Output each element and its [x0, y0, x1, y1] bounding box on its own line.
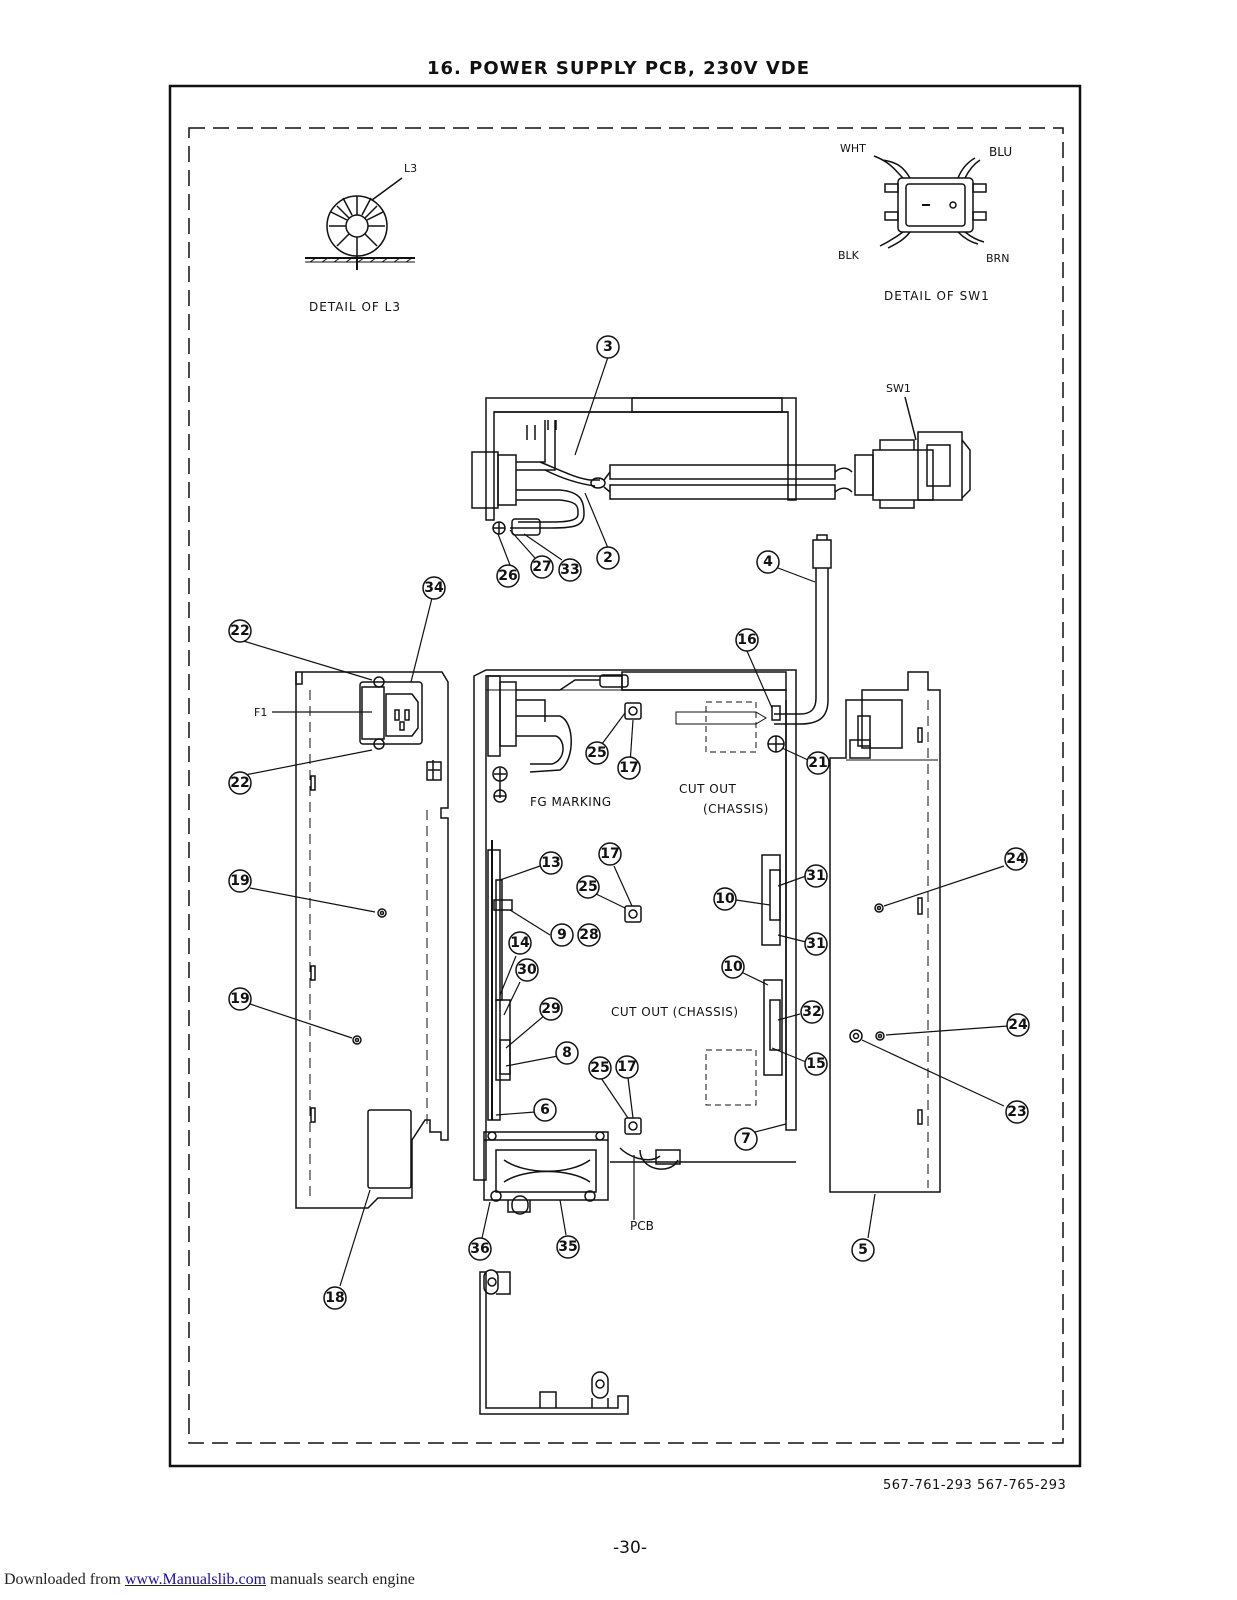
callout-numbers: 3 2 26 27 33 4 34 22 22 16 21 25 17 19 1… — [230, 339, 1028, 1306]
callout-5: 5 — [858, 1242, 868, 1258]
page-number: -30- — [613, 1538, 647, 1558]
cut-out-label-1: CUT OUT — [679, 782, 737, 796]
f1-label: F1 — [254, 706, 267, 719]
wht-label: WHT — [840, 142, 866, 155]
callout-24-top: 24 — [1006, 851, 1026, 867]
callout-25-bottom: 25 — [590, 1060, 609, 1076]
l3-label: L3 — [404, 162, 417, 175]
callout-2: 2 — [603, 550, 613, 566]
callout-14: 14 — [510, 935, 530, 951]
callout-13: 13 — [541, 855, 560, 871]
callout-7: 7 — [741, 1131, 751, 1147]
callout-36: 36 — [470, 1241, 489, 1257]
detail-sw1-label: DETAIL OF SW1 — [884, 289, 990, 303]
bottom-bracket — [479, 1269, 629, 1415]
callout-27: 27 — [532, 559, 551, 575]
callout-22-top: 22 — [230, 623, 249, 639]
callout-26: 26 — [498, 568, 517, 584]
fg-marking-label: FG MARKING — [530, 795, 612, 809]
pcb-label: PCB — [630, 1219, 654, 1233]
page-title: 16. POWER SUPPLY PCB, 230V VDE — [426, 58, 811, 79]
left-side-panel — [295, 671, 449, 1209]
callout-35: 35 — [558, 1239, 577, 1255]
callout-32: 32 — [802, 1004, 821, 1020]
callout-16: 16 — [737, 632, 756, 648]
callout-25-top: 25 — [587, 745, 606, 761]
sw1-detail — [873, 155, 987, 249]
callout-8: 8 — [562, 1045, 572, 1061]
callout-28: 28 — [579, 927, 598, 943]
cable-item-4 — [774, 534, 832, 725]
callout-33: 33 — [560, 562, 579, 578]
dashed-border — [188, 127, 1064, 1444]
callout-10-bottom: 10 — [723, 959, 743, 975]
footer-prefix: Downloaded from — [4, 1571, 125, 1588]
callout-31-bottom: 31 — [806, 936, 825, 952]
callout-18: 18 — [325, 1290, 344, 1306]
chassis-label-1: (CHASSIS) — [703, 802, 769, 816]
callout-17-top: 17 — [619, 760, 638, 776]
callout-30: 30 — [517, 962, 537, 978]
right-side-panel — [829, 671, 941, 1193]
document-numbers: 567-761-293 567-765-293 — [883, 1478, 1067, 1493]
callout-22-bottom: 22 — [230, 775, 249, 791]
pcb-chassis — [473, 669, 797, 1181]
fan-assembly — [483, 1131, 609, 1215]
sw1-label: SW1 — [886, 382, 911, 395]
callout-6: 6 — [540, 1102, 550, 1118]
l3-detail — [305, 177, 415, 270]
callout-21: 21 — [808, 755, 827, 771]
callout-3: 3 — [603, 339, 613, 355]
callout-19-bottom: 19 — [230, 991, 249, 1007]
callout-29: 29 — [541, 1001, 560, 1017]
footer-suffix: manuals search engine — [266, 1571, 415, 1588]
detail-l3-label: DETAIL OF L3 — [309, 300, 401, 314]
callout-17-bottom: 17 — [617, 1059, 636, 1075]
sw1-switch — [854, 396, 971, 509]
outer-frame — [168, 84, 1082, 1468]
callout-19-top: 19 — [230, 873, 249, 889]
blk-label: BLK — [838, 249, 860, 262]
callout-17-middle: 17 — [600, 846, 619, 862]
manualslib-link[interactable]: www.Manualslib.com — [124, 1571, 267, 1588]
callout-24-bottom: 24 — [1008, 1017, 1028, 1033]
blu-label: BLU — [989, 145, 1012, 159]
leader-lines — [239, 356, 1009, 1287]
download-footer: Downloaded from www.Manualslib.com manua… — [4, 1571, 415, 1589]
callout-31-top: 31 — [806, 868, 825, 884]
callout-23: 23 — [1007, 1104, 1026, 1120]
cut-out-label-2: CUT OUT (CHASSIS) — [611, 1005, 739, 1019]
harness-assembly — [471, 397, 853, 536]
callout-circles — [228, 335, 1030, 1310]
callout-15: 15 — [806, 1056, 825, 1072]
callout-4: 4 — [763, 554, 773, 570]
callout-34: 34 — [424, 580, 444, 596]
brn-label: BRN — [986, 252, 1009, 265]
callout-10-top: 10 — [715, 891, 735, 907]
callout-9: 9 — [557, 927, 567, 943]
callout-25-middle: 25 — [578, 879, 597, 895]
